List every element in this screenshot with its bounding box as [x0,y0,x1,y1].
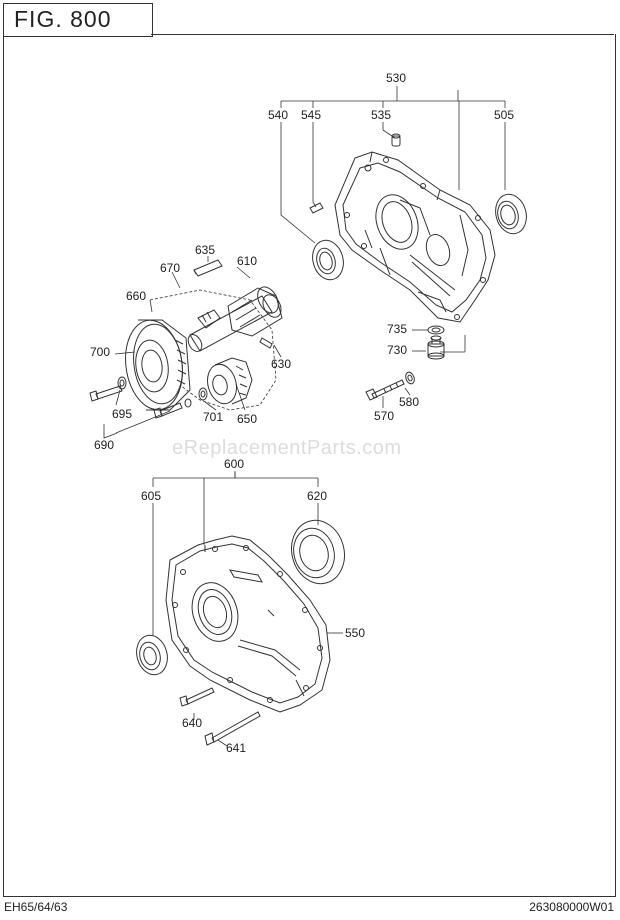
leader-lines [104,86,505,746]
bolt-641 [205,712,260,745]
callout-735: 735 [387,322,408,336]
pin-630 [260,338,272,348]
washer-735 [428,326,444,334]
shaft-610 [185,283,284,353]
oil-seal-505 [491,191,530,237]
gear-650 [203,358,252,407]
figure-title-box: FIG. 800 [3,3,153,37]
callout-610: 610 [237,254,258,268]
callout-545: 545 [301,108,322,122]
callout-530: 530 [386,71,407,85]
gear-660 [120,317,190,414]
callout-690: 690 [94,438,115,452]
pin-535 [392,134,400,146]
callout-635: 635 [195,243,216,257]
oil-seal-605 [132,632,171,678]
callout-701: 701 [203,410,224,424]
oil-seal-540 [308,237,347,283]
watermark: eReplacementParts.com [172,437,402,459]
dowel-545 [310,203,323,213]
oil-seal-620 [285,514,352,589]
callout-620: 620 [307,489,328,503]
callout-730: 730 [387,343,408,357]
model-number: EH65/64/63 [4,900,68,914]
cover-550 [166,536,330,712]
callout-605: 605 [141,489,162,503]
callout-660: 660 [126,289,147,303]
assembly-outline-670 [150,290,276,410]
callout-570: 570 [374,409,395,423]
diagram-frame [3,34,616,897]
figure-title: FIG. 800 [14,6,112,32]
diagram-code: 263080000W01 [529,900,614,914]
washer-695 [118,377,126,389]
plug-730 [428,336,444,359]
washer-701 [199,388,207,400]
callout-550: 550 [345,626,366,640]
bolt-690 [90,386,191,418]
callout-535: 535 [371,108,392,122]
callout-695: 695 [112,407,133,421]
bolt-640 [180,688,214,706]
callout-580: 580 [399,395,420,409]
bolt-570 [366,380,404,400]
callout-505: 505 [494,108,515,122]
callout-540: 540 [268,108,289,122]
callout-700: 700 [90,345,111,359]
callout-630: 630 [271,357,292,371]
callout-600: 600 [224,457,245,471]
callout-650: 650 [237,412,258,426]
frame-top-border [151,34,614,35]
gear-case-cover-530 [335,152,495,322]
callout-641: 641 [226,741,247,755]
washer-580 [404,371,416,385]
callout-640: 640 [182,716,203,730]
callout-670: 670 [160,261,181,275]
key-635 [194,260,222,276]
